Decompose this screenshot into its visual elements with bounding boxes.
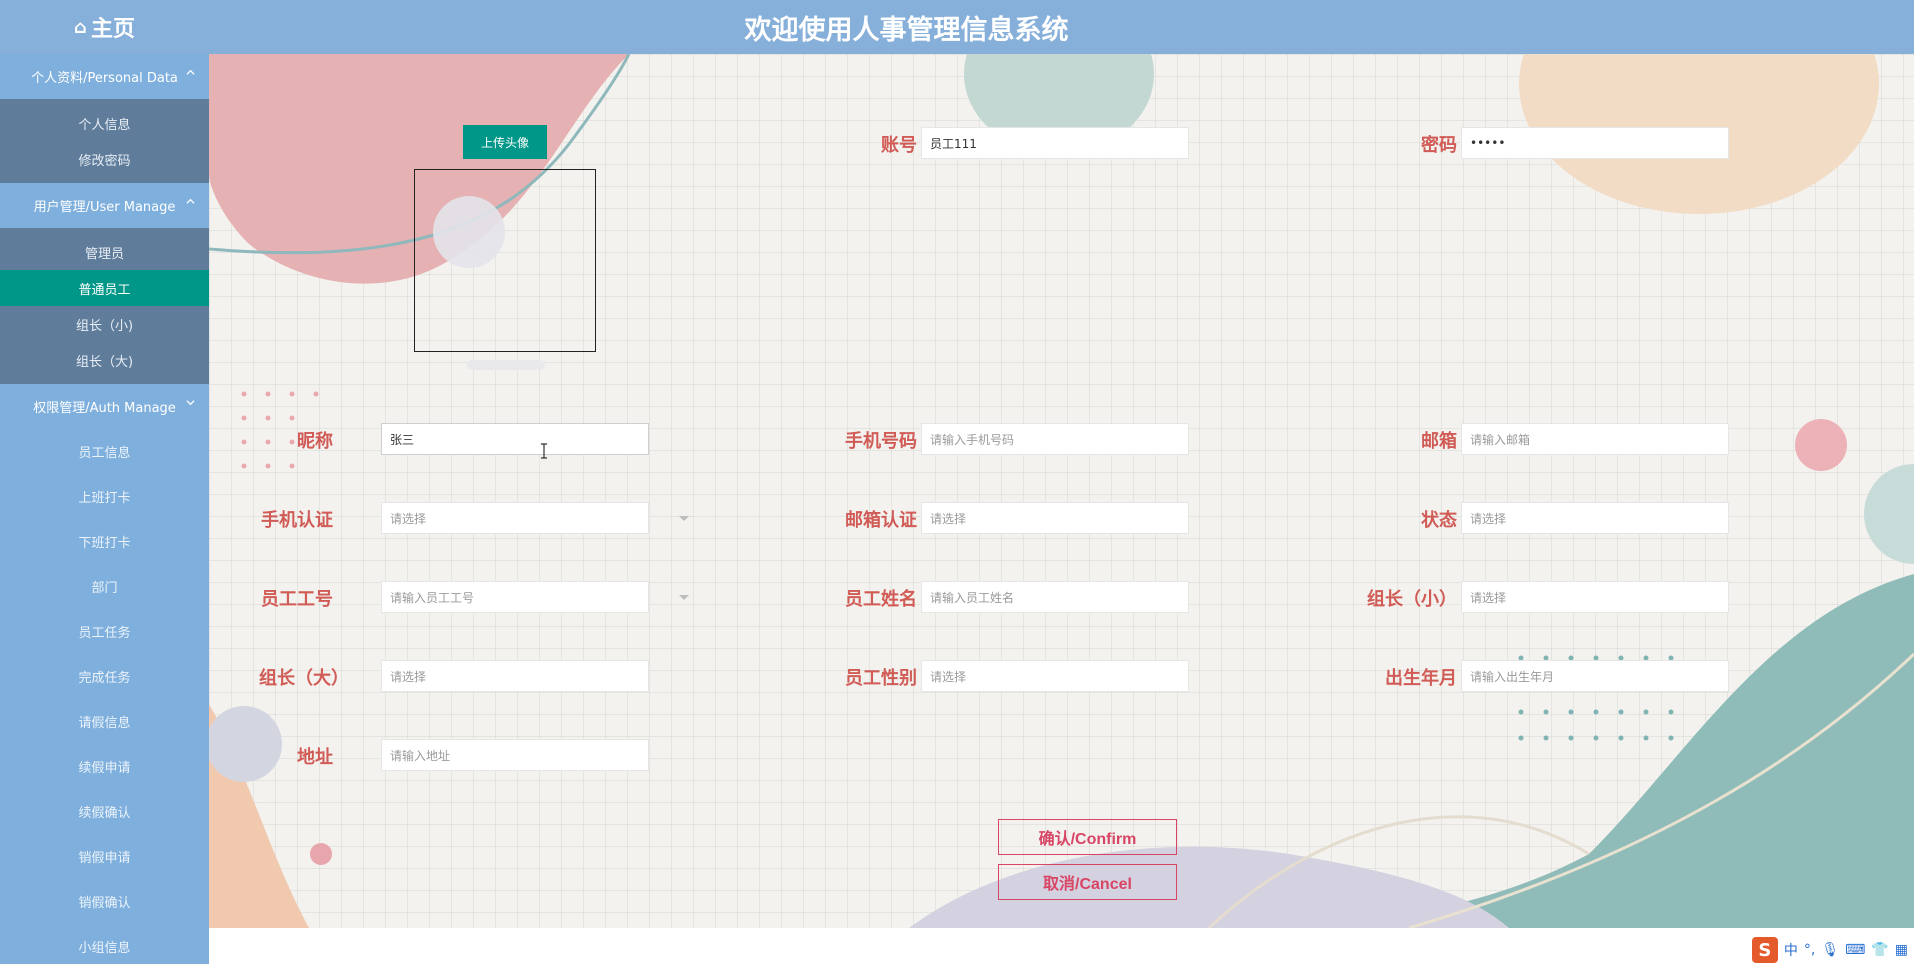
email-verify-label: 邮箱认证 [845, 510, 917, 531]
menu-group-label: 个人资料/Personal Data [31, 71, 178, 86]
home-link[interactable]: ⌂ 主页 [0, 0, 209, 54]
password-label: 密码 [1421, 135, 1457, 156]
chevron-down-icon [186, 400, 195, 406]
account-label: 账号 [881, 135, 917, 156]
address-input[interactable]: 请输入地址 [381, 739, 649, 771]
sidebar-item-leave-info[interactable]: 请假信息 [78, 716, 131, 731]
sidebar-item-clock-in[interactable]: 上班打卡 [78, 491, 131, 506]
phone-label: 手机号码 [845, 431, 917, 452]
sidebar-item-complete-task[interactable]: 完成任务 [78, 671, 131, 686]
nickname-label: 昵称 [297, 431, 333, 452]
employee-name-input[interactable]: 请输入员工姓名 [921, 581, 1189, 613]
birth-label: 出生年月 [1385, 668, 1457, 689]
sidebar-item-employee-task[interactable]: 员工任务 [78, 626, 131, 641]
menu-group-label: 权限管理/Auth Manage [33, 401, 176, 416]
sidebar-item-admin[interactable]: 管理员 [84, 246, 124, 262]
dropdown-caret-icon [679, 595, 689, 600]
sidebar-item-leader-big[interactable]: 组长（大) [75, 354, 134, 370]
phone-verify-label: 手机认证 [261, 510, 333, 531]
sidebar-item-cancel-leave-apply[interactable]: 销假申请 [78, 851, 131, 866]
sidebar-item-regular-employee[interactable]: 普通员工 [0, 270, 209, 306]
home-icon: ⌂ [74, 16, 87, 38]
password-input[interactable]: ••••• [1461, 127, 1729, 159]
leader-small-select[interactable]: 请选择 [1461, 581, 1729, 613]
employee-no-input[interactable]: 请输入员工工号 [381, 581, 649, 613]
keyboard-icon[interactable]: ⌨ [1845, 942, 1866, 958]
text-cursor-icon [541, 443, 547, 459]
gender-label: 员工性别 [845, 668, 917, 689]
ime-toolbar[interactable]: S 中 °, 🎙 ⌨ 👕 ▦ [1751, 937, 1908, 963]
sidebar: 个人资料/Personal Data 个人信息 修改密码 用户管理/User M… [0, 54, 209, 964]
sidebar-item-extend-leave-confirm[interactable]: 续假确认 [78, 806, 131, 821]
grid-icon[interactable]: ▦ [1894, 942, 1908, 958]
employee-no-label: 员工工号 [261, 589, 333, 610]
sidebar-item-leader-small[interactable]: 组长（小) [75, 318, 134, 334]
menu-group-label: 用户管理/User Manage [33, 200, 176, 215]
sidebar-item-group-info[interactable]: 小组信息 [78, 941, 131, 956]
email-input[interactable]: 请输入邮箱 [1461, 423, 1729, 455]
confirm-button[interactable]: 确认/Confirm [998, 819, 1177, 855]
sidebar-item-department[interactable]: 部门 [91, 581, 118, 596]
chevron-up-icon [186, 198, 195, 204]
ime-mode-indicator[interactable]: 中 [1783, 943, 1798, 959]
status-select[interactable]: 请选择 [1461, 502, 1729, 534]
upload-avatar-button[interactable]: 上传头像 [463, 125, 547, 159]
email-verify-select[interactable]: 请选择 [921, 502, 1189, 534]
avatar-preview[interactable] [414, 169, 596, 352]
birth-input[interactable]: 请输入出生年月 [1461, 660, 1729, 692]
sidebar-item-cancel-leave-confirm[interactable]: 销假确认 [78, 896, 131, 911]
sidebar-item-extend-leave-apply[interactable]: 续假申请 [78, 761, 131, 776]
home-label: 主页 [90, 17, 135, 42]
chevron-up-icon [186, 69, 195, 75]
sidebar-item-change-password[interactable]: 修改密码 [78, 153, 131, 169]
nickname-input[interactable]: 张三 [381, 423, 649, 455]
cancel-button[interactable]: 取消/Cancel [998, 864, 1177, 900]
menu-group-user-manage[interactable]: 用户管理/User Manage [0, 183, 209, 228]
top-header: ⌂ 主页 欢迎使用人事管理信息系统 [0, 0, 1914, 54]
address-label: 地址 [297, 747, 333, 768]
phone-verify-select[interactable]: 请选择 [381, 502, 649, 534]
gender-select[interactable]: 请选择 [921, 660, 1189, 692]
avatar-caption-placeholder [467, 360, 545, 370]
sogou-ime-icon[interactable]: S [1751, 937, 1778, 963]
menu-group-personal-data[interactable]: 个人资料/Personal Data [0, 54, 209, 99]
dropdown-caret-icon [679, 516, 689, 521]
leader-small-label: 组长（小） [1367, 589, 1457, 610]
leader-big-label: 组长（大） [259, 668, 349, 689]
menu-group-auth-manage[interactable]: 权限管理/Auth Manage [0, 384, 209, 429]
email-label: 邮箱 [1421, 431, 1457, 452]
sidebar-item-employee-info[interactable]: 员工信息 [78, 446, 131, 461]
main-content: 上传头像 账号 员工111 密码 ••••• 昵称 张三 手机号码 请输入手机号… [209, 54, 1914, 928]
sidebar-item-personal-info[interactable]: 个人信息 [78, 117, 131, 133]
status-label: 状态 [1421, 510, 1457, 531]
microphone-icon[interactable]: 🎙 [1821, 942, 1840, 958]
shirt-icon[interactable]: 👕 [1871, 942, 1889, 958]
leader-big-select[interactable]: 请选择 [381, 660, 649, 692]
punctuation-icon[interactable]: °, [1803, 942, 1816, 958]
phone-input[interactable]: 请输入手机号码 [921, 423, 1189, 455]
employee-name-label: 员工姓名 [845, 589, 917, 610]
bottom-strip [209, 928, 1914, 964]
sidebar-item-clock-out[interactable]: 下班打卡 [78, 536, 131, 551]
system-title: 欢迎使用人事管理信息系统 [744, 14, 1069, 46]
account-input[interactable]: 员工111 [921, 127, 1189, 159]
